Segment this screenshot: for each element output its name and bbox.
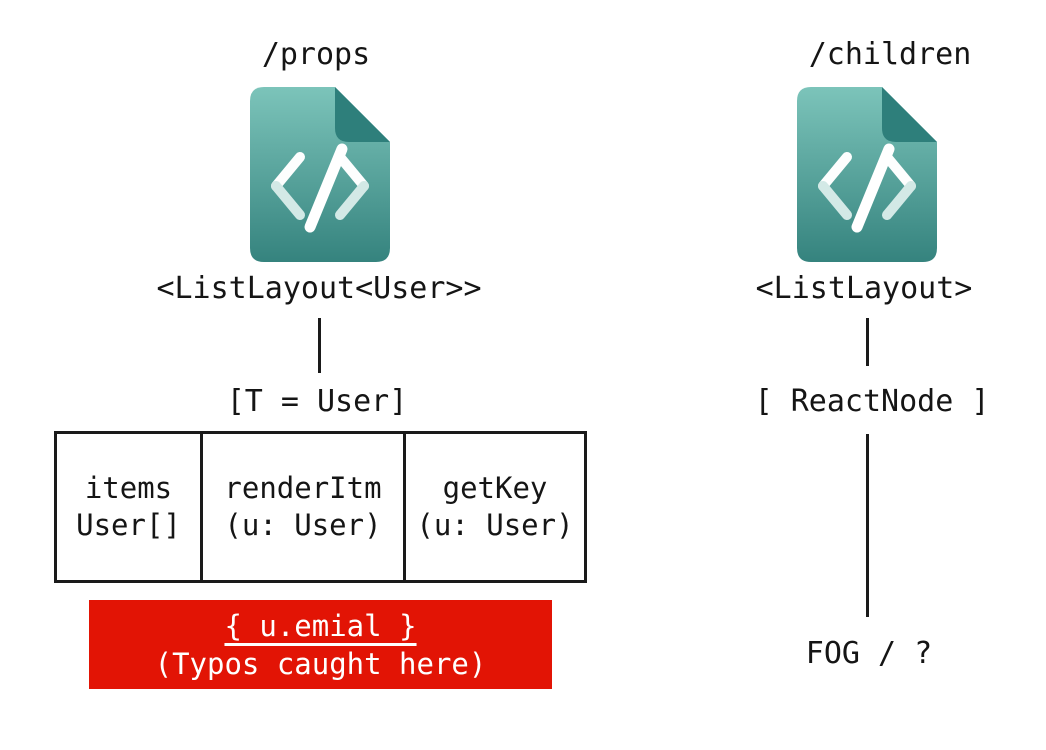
prop-cell-items: items User[] (57, 434, 200, 580)
props-table: items User[] renderItm (u: User) getKey … (54, 431, 587, 583)
prop-type: (u: User) (224, 508, 382, 542)
typo-caption: (Typos caught here) (154, 646, 487, 681)
typo-code-snippet: { u.emial } (224, 608, 417, 643)
untyped-component-signature: <ListLayout> (755, 271, 973, 306)
prop-name: items (84, 471, 173, 505)
prop-name: renderItm (224, 471, 382, 505)
prop-cell-renderitm: renderItm (u: User) (200, 434, 403, 580)
reactnode-binding-label: [ ReactNode ] (754, 384, 990, 419)
code-file-icon (797, 87, 937, 262)
children-title: /children (808, 37, 972, 72)
prop-name: getKey (442, 471, 548, 505)
connector-line (318, 318, 321, 373)
generic-component-signature: <ListLayout<User>> (156, 271, 482, 306)
prop-type: (u: User) (416, 508, 574, 542)
code-file-icon (250, 87, 390, 262)
type-binding-label: [T = User] (226, 384, 408, 419)
fog-result-label: FOG / ? (805, 636, 933, 671)
prop-type: User[] (76, 508, 181, 542)
prop-cell-getkey: getKey (u: User) (403, 434, 584, 580)
typo-error-callout: { u.emial } (Typos caught here) (89, 600, 552, 689)
connector-line (866, 434, 869, 617)
connector-line (866, 318, 869, 366)
props-title: /props (261, 37, 371, 72)
